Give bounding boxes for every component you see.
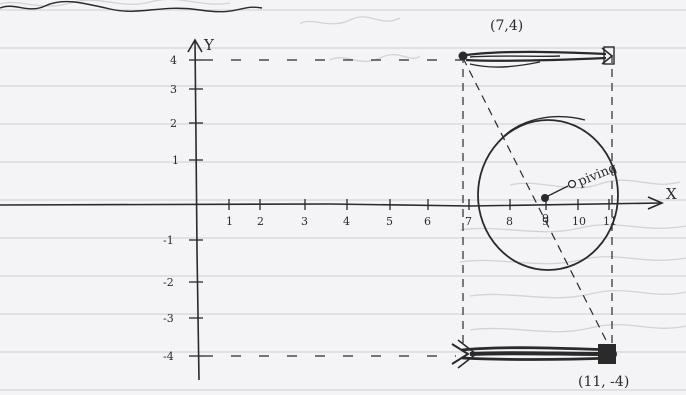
point-marker [607, 349, 617, 359]
x-tick-label: 7 [465, 215, 472, 228]
x-axis-label: X [666, 185, 677, 203]
x-axis-ticks [228, 199, 610, 210]
x-tick-label: 5 [386, 215, 393, 228]
x-axis-line [0, 202, 661, 207]
y-axis-line [194, 39, 200, 381]
axes [0, 38, 665, 381]
y-tick-label: 2 [170, 117, 177, 130]
pivot-circle [477, 119, 619, 271]
x-tick-label: 8 [506, 215, 513, 228]
x-tick-label: 3 [301, 215, 308, 228]
point-label-top: (7,4) [490, 18, 523, 34]
x-tick-label: 6 [424, 215, 431, 228]
y-axis-ticks [189, 59, 203, 357]
circle-overstroke [499, 115, 586, 141]
y-tick-label: -3 [163, 312, 174, 325]
y-axis-arrow-icon [187, 38, 203, 53]
x-tick-label: 10 [572, 215, 586, 228]
pivot-point [541, 194, 549, 202]
y-tick-labels: 4 3 2 1 -1 -2 -3 -4 [163, 54, 179, 363]
pivot-pointer-icon [547, 185, 569, 197]
y-tick-label: 4 [170, 54, 177, 67]
x-tick-label: 2 [257, 215, 264, 228]
y-tick-label: -1 [163, 234, 174, 247]
pivot-number: 9 [542, 212, 549, 225]
point-label-bottom: (11, -4) [578, 374, 629, 390]
y-tick-label: 1 [172, 154, 179, 167]
header-scrawl [0, 0, 263, 13]
x-tick-label: 11 [603, 215, 617, 228]
y-tick-label: -2 [163, 276, 174, 289]
ruled-lines [0, 9, 686, 391]
top-arrow-figure [458, 46, 615, 68]
bottom-arrow-figure [451, 339, 617, 369]
y-tick-label: 3 [170, 83, 177, 96]
dashed-guides [203, 55, 613, 357]
x-axis-arrow-icon [647, 196, 665, 210]
y-axis-label: Y [203, 36, 215, 54]
background-scribbles [0, 0, 686, 333]
x-tick-label: 1 [226, 215, 233, 228]
point-marker [458, 51, 468, 61]
x-tick-label: 4 [343, 215, 350, 228]
y-tick-label: -4 [163, 350, 174, 363]
x-tick-labels: 1 2 3 4 5 6 7 8 9 10 11 [226, 215, 617, 228]
pivot-pointer-head-icon [567, 179, 577, 189]
